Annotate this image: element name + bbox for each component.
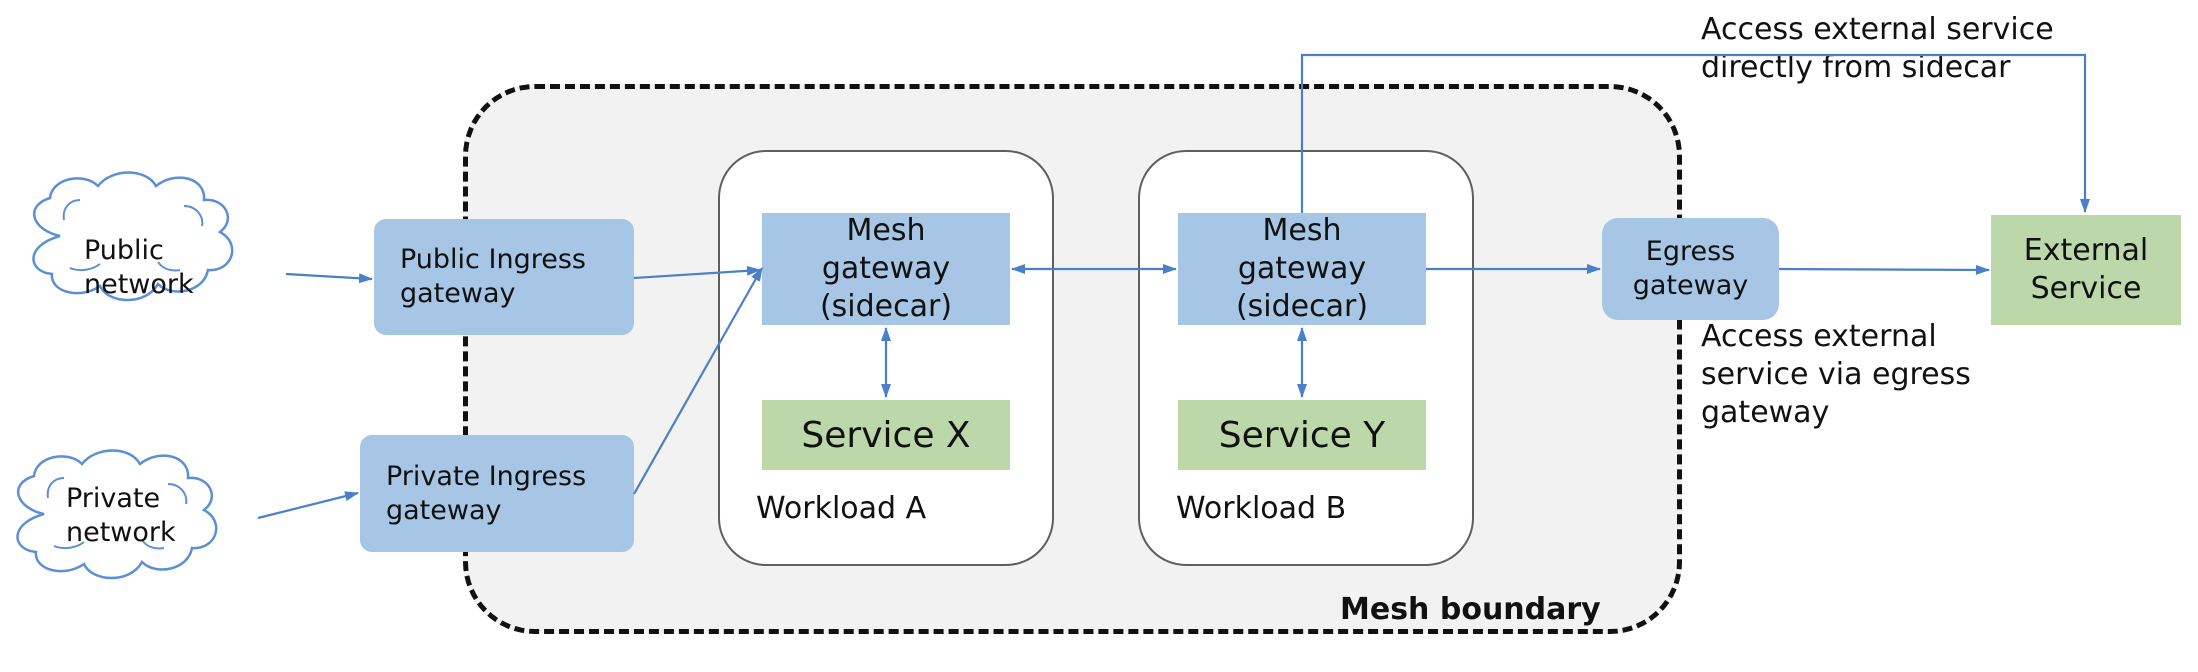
public-network-cloud [32, 171, 234, 302]
mesh-gateway-sidecar-a: Mesh gateway (sidecar) [762, 213, 1010, 325]
mesh-boundary [463, 84, 1682, 634]
private-ingress-gateway: Private Ingress gateway [360, 435, 634, 552]
mesh-boundary-label: Mesh boundary [1340, 592, 1601, 627]
public-ingress-gateway: Public Ingress gateway [374, 219, 634, 335]
private-network-label: Private network [66, 483, 176, 548]
service-y: Service Y [1178, 400, 1426, 470]
arrow-egress-to-external [1778, 264, 1990, 275]
arrow-sidecar-direct-to-external [1300, 53, 2090, 213]
mesh-gateway-sidecar-b: Mesh gateway (sidecar) [1178, 213, 1426, 325]
external-service: External Service [1991, 215, 2181, 325]
public-network-label: Public network [84, 235, 194, 300]
annotation-via-egress-gateway: Access external service via egress gatew… [1701, 319, 1971, 430]
workload-a-label: Workload A [756, 491, 927, 526]
arrow-public-network-to-ingress [285, 272, 373, 284]
arrow-private-ingress-to-gateway-a [633, 267, 763, 495]
private-network-cloud [16, 449, 218, 580]
workload-b-label: Workload B [1176, 491, 1347, 526]
arrow-private-network-to-ingress [257, 491, 359, 520]
arrow-public-ingress-to-gateway-a [633, 265, 761, 280]
service-x: Service X [762, 400, 1010, 470]
egress-gateway: Egress gateway [1602, 218, 1779, 320]
